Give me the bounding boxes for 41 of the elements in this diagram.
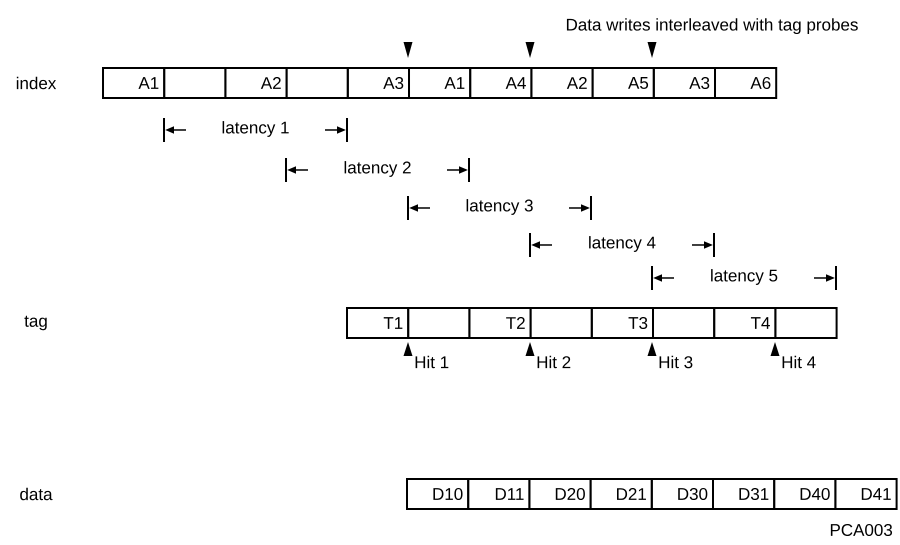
label: tag <box>24 316 47 330</box>
cell: D21 <box>590 478 653 510</box>
cell: D41 <box>834 478 898 510</box>
dimension-label: latency 5 <box>711 269 778 285</box>
label: Hit 1 <box>416 356 448 368</box>
cell: A6 <box>714 67 778 99</box>
label: data <box>20 488 53 500</box>
cell: T1 <box>346 307 410 339</box>
cell: A2 <box>530 67 594 99</box>
dimension-label: latency 1 <box>222 121 289 137</box>
cell: D31 <box>712 478 776 510</box>
label: Data writes interleaved with tag probes <box>566 18 858 34</box>
cell: A1 <box>408 67 472 99</box>
label: Hit 3 <box>660 356 692 368</box>
cell: D30 <box>650 478 714 510</box>
empty-cell <box>286 67 349 99</box>
dimension-label: latency 4 <box>589 236 656 252</box>
cell: D40 <box>773 478 836 510</box>
label: Hit 2 <box>538 356 570 368</box>
cell: A2 <box>224 67 288 99</box>
cell: T3 <box>590 307 654 339</box>
dimension-label: latency 3 <box>466 199 533 215</box>
cell: A4 <box>469 67 532 99</box>
cell: D11 <box>467 478 530 510</box>
empty-cell <box>163 67 226 99</box>
label: index <box>16 76 56 90</box>
empty-cell <box>530 307 593 339</box>
cell: T2 <box>468 307 532 339</box>
empty-cell <box>407 307 470 339</box>
label: Hit 4 <box>782 356 816 368</box>
label: PCA003 <box>830 524 892 536</box>
cell: D10 <box>406 478 470 510</box>
cell: A3 <box>346 67 410 99</box>
empty-cell <box>652 307 716 339</box>
cell: A1 <box>102 67 166 99</box>
cell: A5 <box>592 67 655 99</box>
cell: D20 <box>528 478 592 510</box>
cell: A3 <box>652 67 716 99</box>
cell: T4 <box>713 307 776 339</box>
dimension-label: latency 2 <box>344 161 411 177</box>
empty-cell <box>774 307 838 339</box>
